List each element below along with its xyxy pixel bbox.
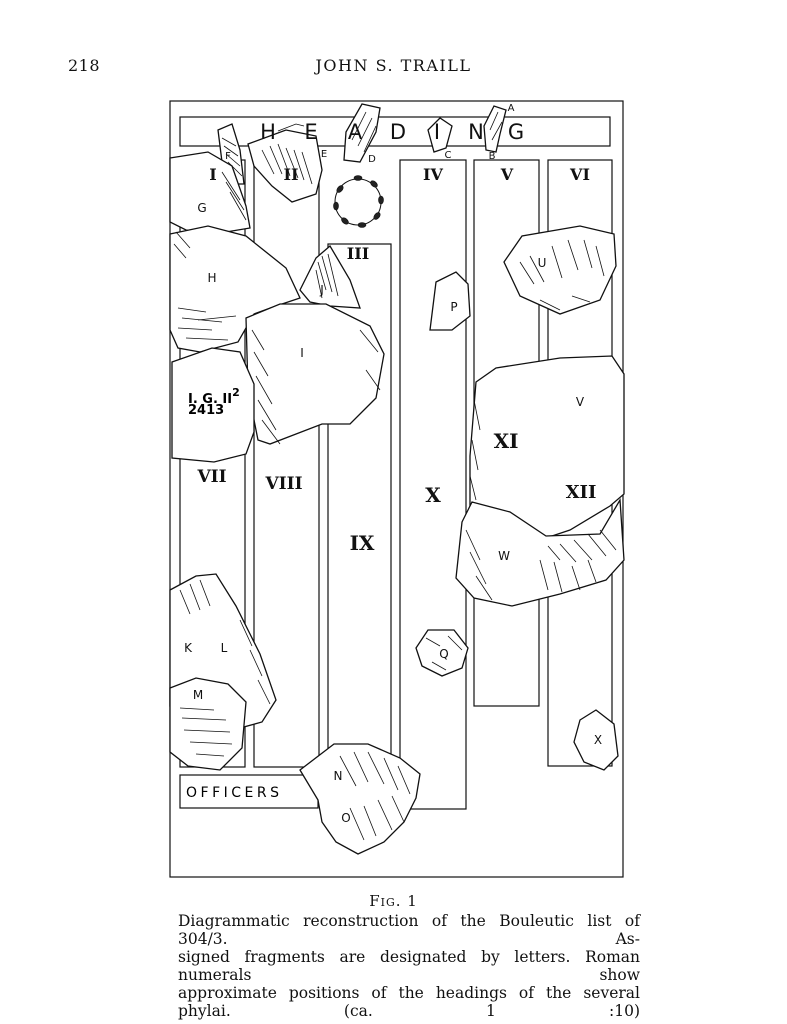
fragment-label-e: E: [321, 149, 327, 160]
fragment-label-h: H: [207, 271, 216, 285]
fragment-q-stone: [415, 629, 469, 677]
hatching-d: [351, 111, 377, 153]
fragment-label-m: M: [193, 688, 203, 702]
hatching-kl: [179, 579, 271, 705]
fragment-label-d: D: [368, 154, 376, 165]
hatching-f: [221, 137, 243, 177]
heading-letter-g: G: [508, 120, 524, 144]
fragment-label-g: G: [197, 201, 206, 215]
wreath-leaf: [373, 212, 381, 220]
phyle-numeral-vi: VI: [569, 165, 590, 184]
fragment-label-o: O: [341, 811, 350, 825]
fragment-label-q: Q: [439, 647, 448, 661]
hatching-n: [339, 751, 411, 841]
fragment-x-stone: [573, 709, 619, 771]
fragment-label-i: I: [300, 346, 304, 360]
fragment-g-stone: [169, 151, 251, 235]
wreath-leaf: [336, 185, 344, 193]
wreath-leaf: [353, 175, 363, 181]
ig-label-line1: I. G. II2: [188, 386, 240, 407]
phyle-numeral-xii: XII: [566, 482, 597, 503]
ig-label-sup: 2: [232, 386, 240, 399]
wreath-leaf: [357, 222, 367, 228]
hatching-xi: [469, 399, 617, 563]
hatching-q: [425, 635, 463, 671]
officers-label: OFFICERS: [186, 785, 283, 801]
hatching-g: [173, 171, 247, 259]
heading-letter-h: H: [260, 120, 276, 144]
heading-letter-e: E: [304, 120, 317, 144]
wreath-leaf: [378, 195, 384, 205]
fragment-ab-stone: [483, 105, 507, 153]
heading-letter-a: A: [348, 120, 363, 144]
caption-body: Diagrammatic reconstruction of the Boule…: [178, 912, 640, 1020]
fragment-n-stone: [299, 743, 421, 855]
fragment-label-b: B: [489, 151, 496, 162]
wreath-leaf: [333, 201, 339, 211]
phyle-numeral-x: X: [425, 483, 441, 507]
caption-line-3: approximate positions of the headings of…: [178, 984, 640, 1020]
running-head: JOHN S. TRAILL: [315, 56, 472, 75]
fragment-m-stone: [169, 677, 247, 771]
hatching-w: [465, 529, 597, 601]
caption-title: Fig. 1: [369, 892, 418, 910]
fragment-label-p: P: [450, 300, 457, 314]
fragment-ig-stone: [171, 347, 255, 463]
hatching-m: [179, 707, 233, 757]
fragment-label-l: L: [221, 641, 228, 655]
fragment-label-a: A: [508, 103, 515, 114]
fragment-label-v: V: [576, 395, 585, 409]
heading-letter-i: I: [434, 120, 440, 144]
hatching-i: [251, 329, 381, 445]
hatching-h: [177, 307, 237, 341]
phyle-numeral-iii: III: [347, 244, 369, 263]
fragment-label-k: K: [184, 641, 193, 655]
fragment-label-w: W: [498, 549, 510, 563]
ig-label-line2: 2413: [188, 403, 224, 418]
wreath-leaf: [370, 180, 378, 188]
phyle-numeral-viii: VIII: [264, 474, 302, 494]
fragment-p-stone: [429, 271, 471, 331]
phyle-numeral-ii: II: [284, 165, 299, 184]
page-number: 218: [68, 56, 101, 75]
heading-connector-h: [277, 123, 305, 132]
column-box-4: [399, 159, 467, 810]
caption-line-1: Diagrammatic reconstruction of the Boule…: [178, 912, 640, 948]
fragment-label-n: N: [334, 769, 343, 783]
phyle-numeral-i: I: [209, 165, 216, 184]
fragment-label-f: F: [225, 151, 231, 162]
heading-letter-d: D: [390, 120, 406, 144]
fragment-e-stone: [247, 129, 323, 203]
fragment-j-stone: [299, 245, 361, 309]
fragment-d-stone: [343, 103, 381, 163]
phyle-numeral-vii: VII: [196, 467, 226, 487]
fragment-u-stone: [503, 225, 617, 315]
hatching-ab: [489, 111, 503, 141]
phyle-numeral-ix: IX: [350, 531, 375, 555]
phyle-numeral-v: V: [500, 165, 514, 184]
fragment-w-stone: [455, 497, 625, 607]
hatching-e: [261, 143, 313, 185]
fragment-label-j: J: [319, 283, 324, 297]
fragment-label-u: U: [538, 256, 547, 270]
heading-band: [179, 116, 611, 147]
hatching-u: [519, 239, 605, 311]
wreath-leaf: [341, 217, 349, 225]
caption-line-2: signed fragments are designated by lette…: [178, 948, 640, 984]
hatching-j: [315, 253, 339, 299]
fragment-label-x: X: [594, 733, 602, 747]
phyle-numeral-iv: IV: [423, 165, 443, 184]
fragment-i-stone: [245, 303, 385, 445]
phyle-numeral-xi: XI: [494, 429, 519, 453]
fragment-c-stone: [427, 117, 453, 153]
fragment-label-c: C: [445, 150, 452, 161]
heading-letter-n: N: [468, 120, 484, 144]
